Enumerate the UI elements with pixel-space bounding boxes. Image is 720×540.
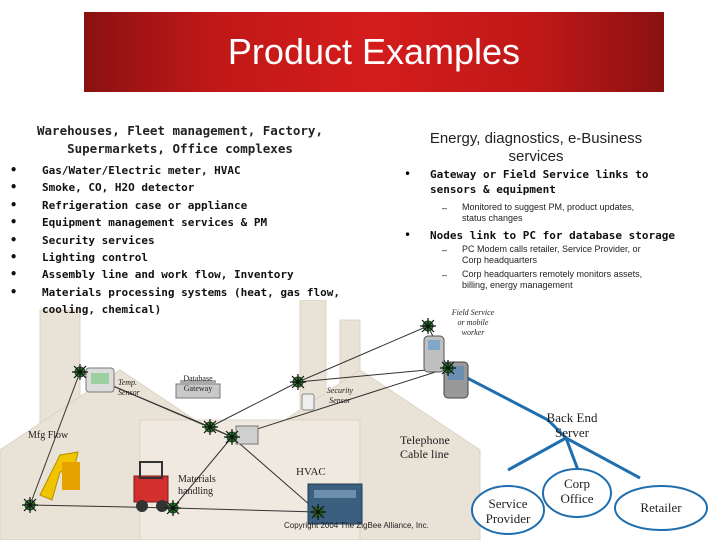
mfg-flow-label: Mfg Flow xyxy=(28,430,69,441)
corp-office-label-line: Office xyxy=(560,491,594,506)
page-title: Product Examples xyxy=(227,31,521,72)
back-end-server-label-line: Server xyxy=(555,425,589,440)
materials-handling-label-line: handling xyxy=(178,486,213,497)
retailer-node xyxy=(614,485,708,531)
right-bullet-1-line: Gateway or Field Service links to xyxy=(430,168,649,181)
list-item: Gas/Water/Electric meter, HVAC xyxy=(10,162,360,180)
right-sub-bullet-3: Corp headquarters remotely monitors asse… xyxy=(462,269,642,291)
corp-office-label: Corp Office xyxy=(543,476,611,506)
node-star-rays xyxy=(22,318,456,520)
corp-office-node xyxy=(542,468,612,518)
bullet-dot: • xyxy=(404,228,412,242)
list-item-continuation: cooling, chemical) xyxy=(42,303,162,317)
materials-handling-label: Materials handling xyxy=(178,474,216,498)
forklift xyxy=(133,461,169,512)
list-item: Refrigeration case or appliance xyxy=(10,197,360,215)
right-sub-bullet-line: Corp headquarters remotely monitors asse… xyxy=(462,269,643,279)
temp-sensor-device xyxy=(85,367,115,393)
service-provider-label-line: Provider xyxy=(485,511,531,526)
temp-sensor-label: Temp. Sensor xyxy=(118,378,140,398)
assembly-robot xyxy=(39,451,80,501)
hvac-label: HVAC xyxy=(296,466,326,478)
zigbee-nodes xyxy=(24,320,454,518)
service-provider-label: Service Provider xyxy=(470,496,546,526)
back-end-server-label: Back End Server xyxy=(532,410,612,440)
security-sensor-label-line: Security xyxy=(326,386,354,395)
right-sub-bullet-2: PC Modem calls retailer, Service Provide… xyxy=(462,244,641,266)
left-heading: Warehouses, Fleet management, Factory, S… xyxy=(6,122,354,158)
field-service-label-line: worker xyxy=(461,328,485,337)
assembly-line-device xyxy=(235,425,259,445)
back-end-server-label-line: Back End xyxy=(546,410,598,425)
list-item: Lighting control xyxy=(10,249,360,267)
right-sub-bullet-1: Monitored to suggest PM, product updates… xyxy=(462,202,634,224)
telephone-label: Telephone Cable line xyxy=(400,433,450,461)
right-bullet-1-line: sensors & equipment xyxy=(430,183,556,196)
sub-bullet-dash: – xyxy=(442,270,448,280)
list-item: Materials processing systems (heat, gas … xyxy=(10,284,360,302)
security-sensor-label: Security Sensor xyxy=(320,386,360,406)
list-item: Assembly line and work flow, Inventory xyxy=(10,266,360,284)
right-sub-bullet-line: PC Modem calls retailer, Service Provide… xyxy=(462,244,641,254)
materials-handling-label-line: Materials xyxy=(178,474,216,485)
right-sub-bullet-line: billing, energy management xyxy=(462,280,573,290)
mesh-links xyxy=(29,325,449,513)
list-item: Security services xyxy=(10,232,360,250)
copyright-notice: Copyright 2004 The ZigBee Alliance, Inc. xyxy=(284,521,429,530)
temp-sensor-label-line: Temp. xyxy=(118,378,138,387)
sub-bullet-dash: – xyxy=(442,245,448,255)
retailer-label: Retailer xyxy=(640,500,682,515)
temp-sensor-label-line: Sensor xyxy=(118,388,140,397)
hvac-unit xyxy=(307,483,363,525)
right-sub-bullet-line: Monitored to suggest PM, product updates… xyxy=(462,202,635,212)
list-item: Smoke, CO, H2O detector xyxy=(10,179,360,197)
field-service-label-line: or mobile xyxy=(457,318,489,327)
left-heading-line: Warehouses, Fleet management, Factory, xyxy=(37,123,323,138)
database-gateway-label-line: Gateway xyxy=(183,384,213,393)
field-service-label: Field Service or mobile worker xyxy=(448,308,498,338)
service-provider-label-line: Service xyxy=(488,496,528,511)
right-bullet-2: Nodes link to PC for database storage xyxy=(430,229,676,242)
field-service-label-line: Field Service xyxy=(451,308,495,317)
left-bullet-list: Gas/Water/Electric meter, HVAC Smoke, CO… xyxy=(10,162,360,319)
right-heading-line: Energy, diagnostics, e-Business xyxy=(429,130,643,147)
database-gateway-label-line: Database xyxy=(183,374,213,383)
database-gateway-label: Database Gateway xyxy=(178,374,218,394)
list-item: Equipment management services & PM xyxy=(10,214,360,232)
service-provider-node xyxy=(471,485,545,535)
security-sensor-device xyxy=(301,393,315,411)
wan-links xyxy=(447,366,641,480)
telephone-label-line: Cable line xyxy=(400,447,449,461)
corp-office-label-line: Corp xyxy=(564,476,590,491)
right-heading-line: services xyxy=(508,148,564,165)
right-bullet-1: Gateway or Field Service links to sensor… xyxy=(430,167,649,197)
telephone-label-line: Telephone xyxy=(400,433,450,447)
database-gateway-device xyxy=(175,380,221,399)
left-heading-line: Supermarkets, Office complexes xyxy=(67,141,293,156)
title-banner xyxy=(84,12,664,92)
right-sub-bullet-line: status changes xyxy=(462,213,523,223)
sub-bullet-dash: – xyxy=(442,203,448,213)
security-sensor-label-line: Sensor xyxy=(329,396,351,405)
right-sub-bullet-line: Corp headquarters xyxy=(462,255,538,265)
right-heading: Energy, diagnostics, e-Business services xyxy=(396,130,676,166)
bullet-dot: • xyxy=(404,167,412,181)
